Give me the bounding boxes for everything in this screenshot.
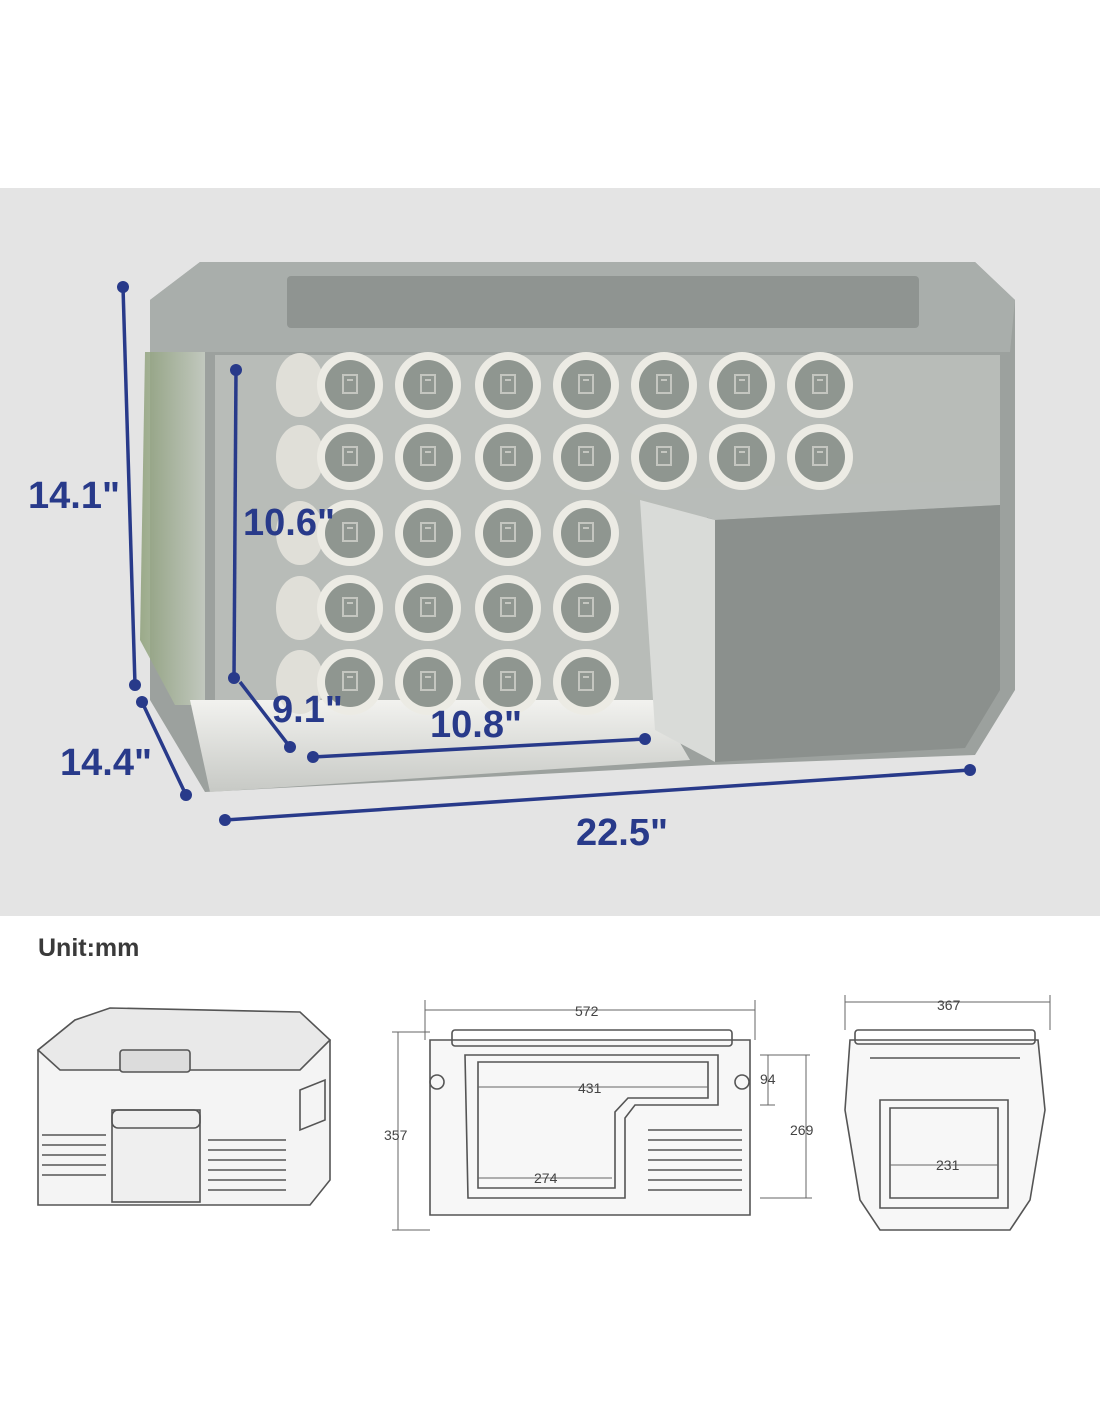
front-dimension-lines [392,1000,812,1231]
can [475,500,541,566]
can-back [276,576,324,640]
front-right-handle [734,1074,750,1090]
perspective-left-vents [42,1134,106,1176]
can [317,424,383,490]
perspective-front-handle [111,1109,201,1129]
can-back [276,353,324,417]
perspective-right-vents [208,1139,286,1191]
can [475,424,541,490]
front-vents [648,1129,742,1191]
can [395,500,461,566]
inner-height-label: 10.6" [243,502,335,544]
can [317,500,383,566]
can [787,424,853,490]
lid-handle [287,276,919,328]
side-lid [854,1029,1036,1045]
can [395,649,461,715]
front-inner-width-value: 431 [578,1080,602,1096]
can [787,352,853,418]
can [631,352,697,418]
front-left-handle [429,1074,445,1090]
can-back [276,501,324,565]
can [395,575,461,641]
unit-label: Unit:mm [38,934,140,962]
can [553,649,619,715]
perspective-drawing [36,1007,332,1206]
can-back [276,650,324,714]
height-label: 14.1" [28,475,120,517]
side-dimension-lines [844,995,1051,1166]
front-width-value: 572 [575,1003,599,1019]
can [553,500,619,566]
can [475,649,541,715]
front-drawing [429,1029,751,1216]
front-inner-height-value: 269 [790,1122,814,1138]
can [709,424,775,490]
fridge-render: 14.1" 10.6" 14.4" 9.1" 10.8" 22.5" [28,262,1015,854]
can [631,424,697,490]
can-back [276,425,324,489]
cans-group [276,352,853,715]
can [395,424,461,490]
front-lid [451,1029,733,1047]
perspective-side-handle [299,1078,326,1132]
front-outline [429,1039,751,1216]
inner-width-label: 10.8" [430,704,522,746]
front-inner-cavity-inset [477,1061,709,1189]
compressor-block-front [715,505,1000,762]
can [475,352,541,418]
depth-label: 14.4" [60,742,152,784]
can [317,575,383,641]
front-inner-cavity [464,1054,719,1199]
can [395,352,461,418]
side-inner-cavity-inset [889,1107,999,1199]
inner-depth-label: 9.1" [272,689,343,731]
side-inner-cavity [879,1099,1009,1209]
side-drawing [844,1029,1046,1231]
can [709,352,775,418]
can [317,352,383,418]
side-inner-width-value: 231 [936,1157,960,1173]
technical-drawings: 572 431 274 357 269 94 367 231 [36,995,1051,1231]
can [553,424,619,490]
side-outline [844,1039,1046,1231]
dimension-lines [117,281,976,826]
front-height-value: 357 [384,1127,408,1143]
inner-floor [190,700,690,792]
perspective-lid-handle [119,1049,191,1073]
render-panel: 14.1" 10.6" 14.4" 9.1" 10.8" 22.5" [0,188,1100,916]
front-lid-offset-value: 94 [760,1071,776,1087]
can [553,352,619,418]
fridge-left-side [140,352,205,705]
width-label: 22.5" [576,812,668,854]
side-width-value: 367 [937,997,961,1013]
perspective-lid [36,1007,332,1071]
front-lower-width-value: 274 [534,1170,558,1186]
compressor-block-side [640,500,715,762]
can [475,575,541,641]
can [317,649,383,715]
perspective-front-panel [111,1109,201,1203]
can [553,575,619,641]
